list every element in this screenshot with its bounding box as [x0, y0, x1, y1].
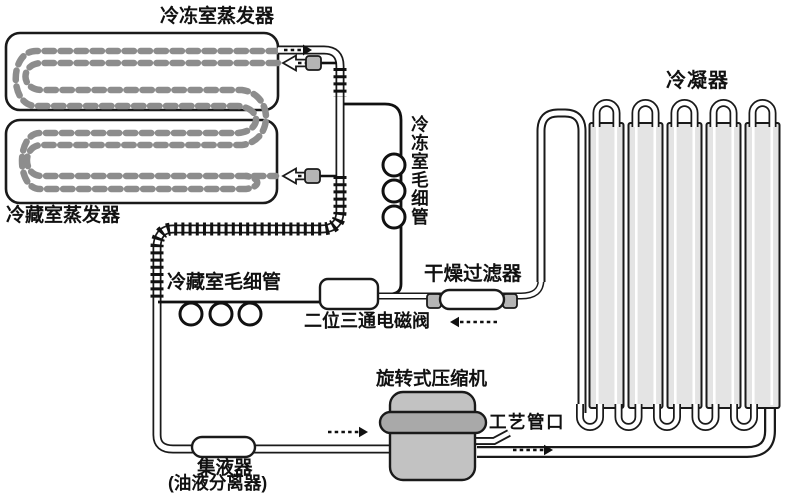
liquid-line-arrowhead: [450, 316, 459, 328]
accumulator-sub-label: (油液分离器): [168, 473, 268, 493]
compressor-label: 旋转式压缩机: [376, 368, 488, 389]
freezer-evaporator-label: 冷冻室蒸发器: [160, 6, 275, 27]
condenser-panel-4: [705, 122, 742, 409]
compressor-band: [378, 410, 488, 435]
accumulator-label: 集液器: [197, 457, 253, 478]
freezer-capillary-coil-3: [381, 204, 407, 230]
fridge-capillary-label: 冷藏室毛细管: [167, 272, 282, 293]
solenoid-valve-label: 二位三通电磁阀: [304, 311, 430, 331]
condenser-bottom-loops: [576, 404, 758, 431]
condenser-inlet-tube: [536, 108, 587, 413]
fridge-capillary-coil-1: [178, 301, 204, 327]
condenser-panel-2: [627, 122, 664, 409]
discharge-line-arrowhead: [544, 444, 553, 456]
fridge-evaporator-box: [4, 118, 279, 205]
fridge-inlet-connector: [304, 168, 321, 184]
condenser-panel-1: [588, 122, 625, 409]
fridge-capillary-coil-3: [237, 301, 263, 327]
condenser-label: 冷凝器: [666, 70, 729, 92]
freezer-capillary-label: 冷冻室毛细管: [409, 115, 430, 226]
evaporator-outlet-arrowhead: [303, 44, 312, 56]
freezer-evaporator-box: [4, 31, 280, 112]
evaporator-coil-path-outer: [12, 47, 282, 193]
evaporator-coil-path-inner: [22, 59, 282, 180]
freezer-inlet-arrow: [281, 53, 309, 73]
process-port-label: 工艺管口: [489, 412, 565, 432]
freezer-capillary-line: [344, 102, 403, 284]
condenser-panels: [588, 122, 781, 409]
freezer-capillary-coil-2: [381, 178, 407, 204]
freezer-inlet-connector: [305, 55, 322, 71]
fridge-evaporator-label: 冷藏室蒸发器: [6, 205, 121, 226]
condenser-panel-3: [666, 122, 703, 409]
drier-filter-label: 干燥过滤器: [424, 263, 522, 285]
condenser-top-loops: [592, 99, 777, 127]
compressor-body: [388, 390, 477, 482]
suction-line-arrowhead: [359, 426, 368, 438]
condenser-panel-5: [744, 122, 781, 409]
freezer-capillary-coil-1: [381, 152, 407, 178]
capillary-heat-exchange-rib-main: [150, 176, 347, 301]
drier-filter-body: [438, 288, 506, 311]
accumulator-body: [190, 435, 257, 459]
solenoid-valve-body: [318, 277, 380, 311]
fridge-capillary-coil-2: [208, 301, 234, 327]
